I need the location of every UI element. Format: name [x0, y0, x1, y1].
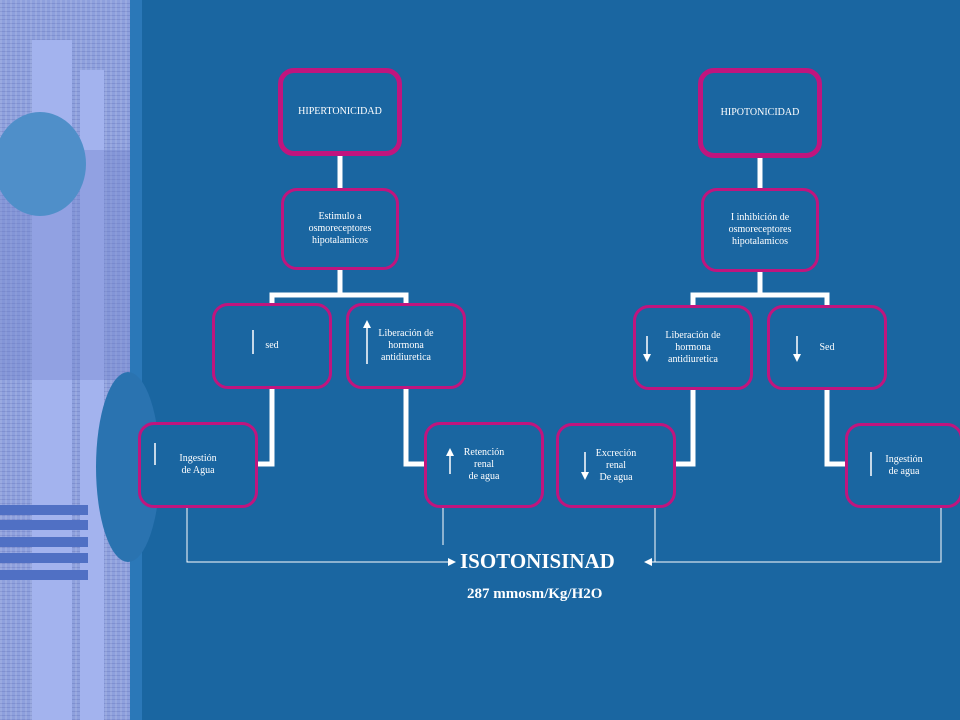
- feedback-right-outer: [648, 505, 942, 563]
- retencion-renal-label: Retención renal de agua: [463, 447, 505, 482]
- left-liberacion-hormona-box: Liberación de hormona antidiuretica: [346, 303, 466, 389]
- left-hormona-to-retencion: [403, 384, 429, 467]
- excrecion-renal-box: Excreción renal De agua: [556, 423, 676, 508]
- isotonisinad-title: ISOTONISINAD: [460, 549, 615, 573]
- estimulo-osmoreceptores-box: Estimulo a osmoreceptores hipotalamicos: [281, 188, 399, 270]
- hipotonicidad-label: HIPOTONICIDAD: [720, 107, 800, 118]
- ingestion-increase-bar-icon: [154, 443, 156, 465]
- inhibicion-osmoreceptores-label: I inhibición de osmoreceptores hipotalam…: [728, 212, 792, 247]
- hipertonicidad-label: HIPERTONICIDAD: [298, 106, 382, 117]
- right-ingestion-agua-label: Ingestión de agua: [885, 453, 923, 477]
- retencion-increase-arrow-icon: [446, 448, 454, 474]
- right-sed-box: Sed: [767, 305, 887, 390]
- right-sed-label: Sed: [819, 341, 835, 353]
- decorative-sidebar: [0, 0, 130, 720]
- hipertonicidad-box: HIPERTONICIDAD: [278, 68, 402, 156]
- right-ingestion-agua-box: Ingestión de agua: [845, 423, 960, 508]
- osmolality-value: 287 mmosm/Kg/H2O: [467, 586, 603, 602]
- feedback-left-outer: [186, 505, 452, 563]
- right-liberacion-hormona-label: Liberación de hormona antidiuretica: [665, 329, 721, 365]
- left-liberacion-hormona-label: Liberación de hormona antidiuretica: [378, 328, 434, 363]
- left-sed-to-ingestion: [255, 384, 275, 467]
- excrecion-renal-label: Excreción renal De agua: [595, 447, 637, 483]
- inhibicion-osmoreceptores-box: I inhibición de osmoreceptores hipotalam…: [701, 188, 819, 272]
- estimulo-osmoreceptores-label: Estimulo a osmoreceptores hipotalamicos: [308, 211, 372, 246]
- retencion-renal-box: Retención renal de agua: [424, 422, 544, 508]
- feedback-arrowhead-right: [448, 558, 456, 566]
- hipotonicidad-box: HIPOTONICIDAD: [698, 68, 822, 158]
- hormona-decrease-arrow-icon: [643, 336, 651, 362]
- excrecion-decrease-arrow-icon: [581, 452, 589, 480]
- right-sed-to-ingestion: [824, 385, 850, 467]
- left-sed-label: sed: [265, 340, 279, 351]
- sed-increase-bar-icon: [252, 330, 254, 354]
- hormona-increase-arrow-icon: [363, 320, 371, 364]
- right-liberacion-hormona-box: Liberación de hormona antidiuretica: [633, 305, 753, 390]
- left-sed-box: sed: [212, 303, 332, 389]
- right-ingestion-decrease-bar-icon: [870, 452, 872, 476]
- left-ingestion-agua-label: Ingestión de Agua: [179, 453, 217, 476]
- right-liberacion-to-excrecion: [673, 385, 696, 467]
- sed-decrease-arrow-icon: [793, 336, 801, 362]
- left-ingestion-agua-box: Ingestión de Agua: [138, 422, 258, 508]
- feedback-arrowhead-left: [644, 558, 652, 566]
